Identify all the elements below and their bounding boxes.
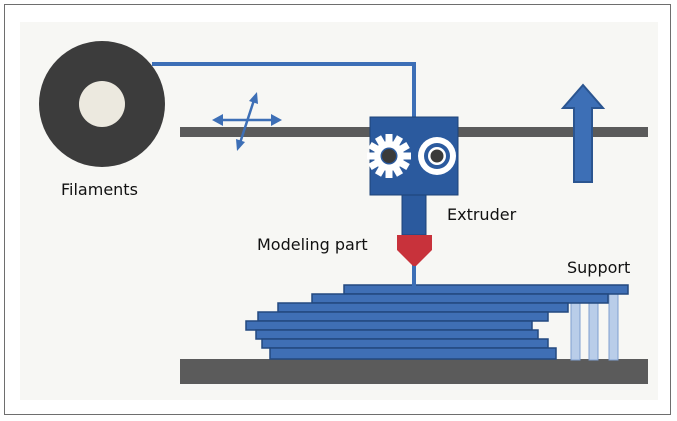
filament-spool	[39, 41, 165, 167]
support-structure	[570, 293, 619, 361]
layer	[311, 293, 609, 304]
layer	[343, 284, 629, 295]
layer	[277, 302, 569, 313]
spool-hub	[79, 81, 125, 127]
gear-icon	[367, 134, 411, 178]
nozzle	[397, 235, 432, 266]
modeling-part-label: Modeling part	[257, 235, 368, 254]
extruder-label: Extruder	[447, 205, 517, 224]
support-label: Support	[567, 258, 630, 277]
layer	[261, 338, 549, 349]
up-arrow-icon	[560, 83, 606, 183]
build-platform	[180, 359, 648, 384]
move-xy-icon	[212, 92, 282, 151]
layer	[245, 320, 533, 331]
drive-wheel-icon	[418, 137, 456, 175]
layer	[257, 311, 549, 322]
layer	[255, 329, 539, 340]
extruder-stem	[401, 194, 427, 236]
filaments-label: Filaments	[61, 180, 138, 199]
printed-layers	[245, 284, 629, 360]
support-column	[588, 299, 599, 361]
support-column	[608, 293, 619, 361]
support-column	[570, 299, 581, 361]
layer	[269, 347, 557, 360]
